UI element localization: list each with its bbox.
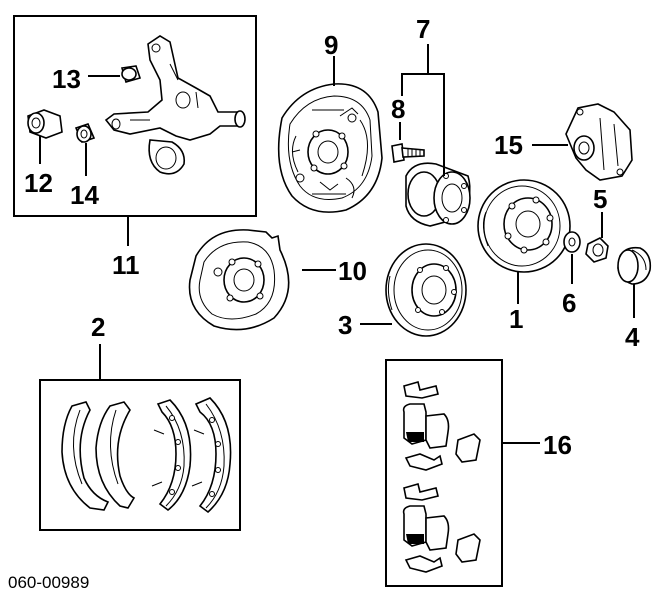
brake-pad-set-upper [402, 381, 481, 471]
brake-shoe-group-box [39, 379, 241, 531]
washer-part-6 [563, 231, 581, 253]
callout-7: 7 [416, 14, 430, 44]
hub-cap-part-4 [617, 246, 652, 285]
callout-3: 3 [338, 310, 352, 340]
bushing-part-14 [74, 123, 96, 143]
brake-shoe-4 [191, 397, 232, 514]
backing-plate-part-9 [277, 83, 383, 213]
callout-13: 13 [52, 64, 81, 94]
nut-part-5 [585, 237, 609, 263]
callout-5: 5 [593, 184, 607, 214]
callout-10: 10 [338, 256, 367, 286]
callout-15: 15 [494, 130, 523, 160]
brake-pad-set-lower [402, 483, 481, 573]
caliper-part-15 [565, 103, 633, 181]
callout-14: 14 [70, 180, 99, 210]
brake-shoe-group: 2 [39, 312, 241, 531]
callout-2: 2 [91, 312, 105, 342]
hub-bolt-part-8 [391, 143, 425, 163]
callout-8: 8 [391, 94, 405, 124]
callout-11: 11 [112, 250, 140, 280]
callout-9: 9 [324, 30, 338, 60]
dust-shield-part-10 [188, 229, 290, 331]
callout-16: 16 [543, 430, 572, 460]
knuckle-group-box [13, 15, 257, 217]
wheel-hub-part-7 [405, 162, 471, 227]
brake-shoe-1 [61, 401, 110, 511]
callout-1: 1 [509, 304, 523, 334]
callout-6: 6 [562, 288, 576, 318]
callout-4: 4 [625, 322, 640, 352]
knuckle-assembly-group: 13 12 14 11 [13, 15, 257, 280]
callout-12: 12 [24, 168, 53, 198]
bushing-part-13 [120, 65, 142, 83]
brake-shoe-3 [151, 399, 192, 512]
bushing-part-12 [27, 109, 63, 139]
brake-disc-part-3 [385, 243, 467, 337]
brake-pad-group: 16 [385, 359, 572, 587]
steering-knuckle-part [104, 35, 246, 175]
brake-drum-part-1 [477, 179, 571, 273]
brake-shoe-2 [95, 401, 136, 509]
diagram-code: 060-00989 [8, 573, 89, 592]
brake-pad-group-box [385, 359, 503, 587]
